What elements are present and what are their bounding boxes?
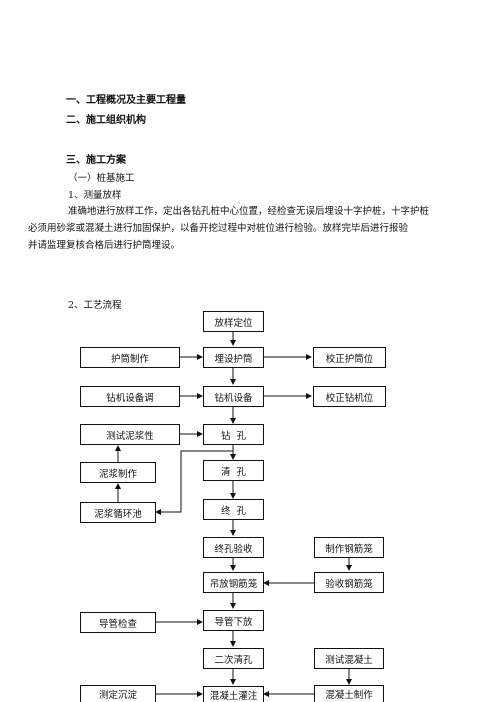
item-survey: 1、测量放样 [68, 190, 122, 201]
box-diaofang: 吊放钢筋笼 [203, 572, 264, 593]
box-ceding-chendian: 测定沉淀 [80, 685, 156, 702]
box-zuanji-tiao: 钻机设备调 [80, 386, 180, 407]
box-zhizuo-gangjin: 制作钢筋笼 [314, 537, 384, 558]
box-zuanji-shebei: 钻机设备 [203, 386, 264, 407]
box-ceshi-hunningtu: 测试混凝土 [314, 648, 384, 669]
heading-overview: 一、工程概况及主要工程量 [66, 95, 186, 106]
paragraph-line: 必须用砂浆或混凝土进行加固保护，以备开挖过程中对桩位进行检验。放样完毕后进行报验 [28, 223, 409, 234]
heading-organization: 二、施工组织机构 [66, 115, 146, 126]
paragraph-line: 并请监理复核合格后进行护筒埋设。 [28, 240, 181, 251]
heading-plan: 三、施工方案 [66, 155, 126, 166]
box-zhongkong-yanshou: 终孔验收 [203, 537, 264, 558]
box-jiaozheng-hutong: 校正护筒位 [313, 347, 386, 368]
box-huzhi: 护筒制作 [80, 347, 180, 368]
subheading-pile: （一）桩基施工 [68, 173, 135, 184]
box-ceshi-nijiang: 测试泥浆性 [80, 424, 180, 445]
box-fangyang: 放样定位 [203, 311, 264, 332]
box-guanzhu: 混凝土灌注 [203, 686, 264, 702]
box-yanshou-gangjin: 验收钢筋笼 [314, 572, 384, 593]
box-zuankong: 钻 孔 [203, 424, 264, 445]
box-erci-qingkong: 二次清孔 [203, 648, 264, 669]
box-maishe: 埋设护筒 [203, 347, 264, 368]
box-jiaozheng-zuanji: 校正钻机位 [313, 386, 386, 407]
survey-paragraph: 准确地进行放样工作，定出各钻孔桩中心位置，经检查无误后埋设十字护桩，十字护桩 必… [28, 203, 460, 254]
box-daoguan-jiancha: 导管检查 [80, 612, 156, 633]
box-zhongkong: 终 孔 [203, 499, 264, 520]
box-daoguan-xiafang: 导管下放 [203, 610, 264, 631]
box-qingkong: 清 孔 [203, 460, 264, 481]
box-nijiang-zhizuo: 泥浆制作 [80, 462, 156, 483]
paragraph-line: 准确地进行放样工作，定出各钻孔桩中心位置，经检查无误后埋设十字护桩，十字护桩 [68, 206, 430, 217]
box-nijiang-xunhuan: 泥浆循环池 [80, 502, 156, 523]
item-process: 2、工艺流程 [68, 300, 122, 311]
box-hunningtu-zhizuo: 混凝土制作 [314, 685, 384, 702]
